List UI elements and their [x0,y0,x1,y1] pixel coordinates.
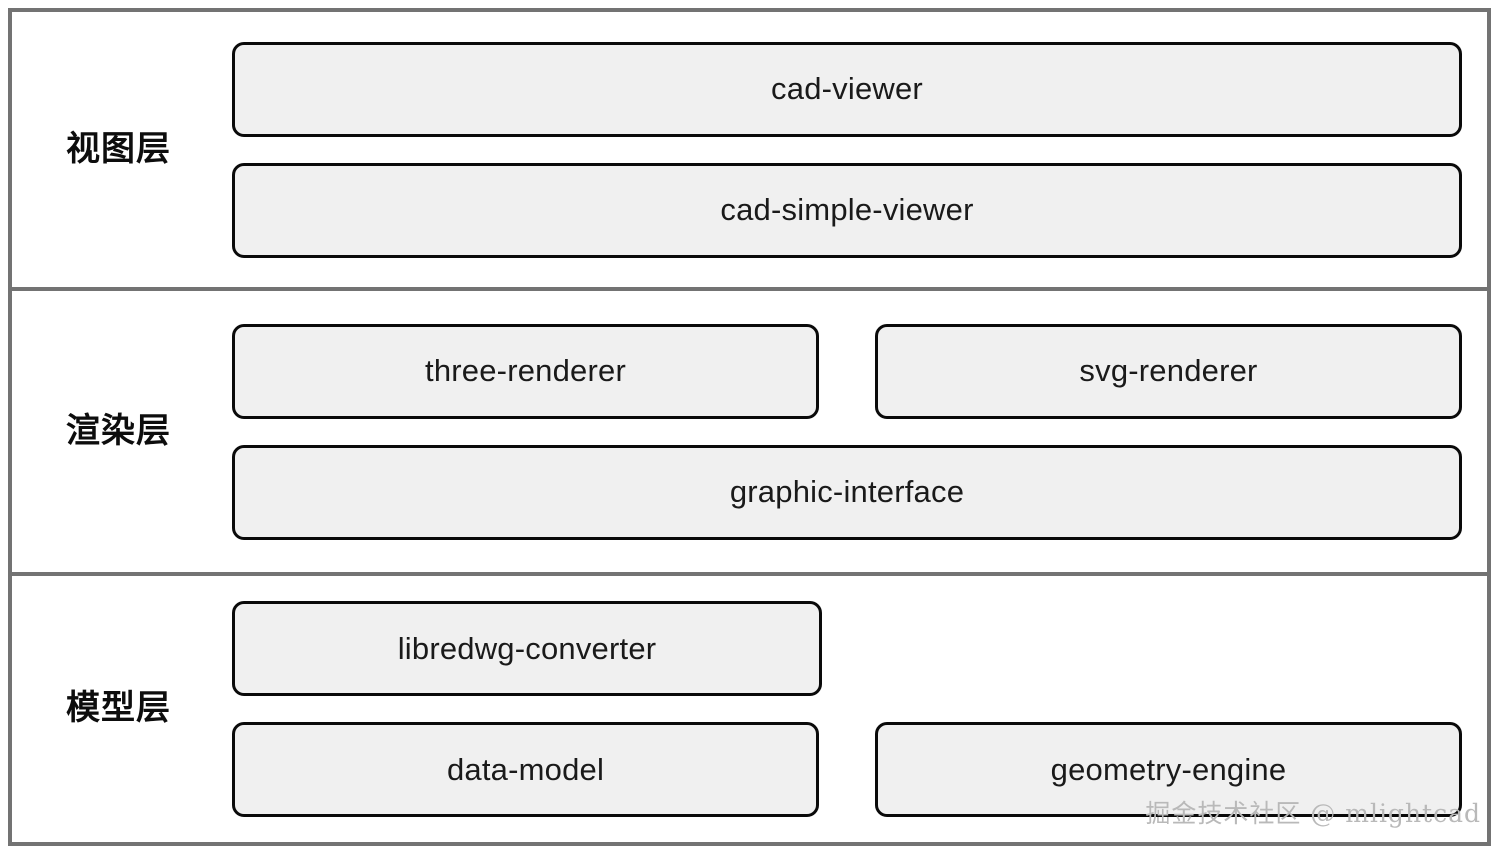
module-box-libredwg-converter[interactable]: libredwg-converter [232,601,822,696]
layer-label-model: 模型层 [66,688,171,729]
layer-content-render: three-renderer svg-renderer graphic-inte… [225,291,1487,572]
module-row: three-renderer svg-renderer [232,323,1462,419]
module-box-data-model[interactable]: data-model [232,722,819,817]
layer-label-cell-render: 渲染层 [12,291,225,572]
module-box-graphic-interface[interactable]: graphic-interface [232,444,1462,540]
layer-label-cell-view: 视图层 [12,12,225,287]
module-row: cad-viewer [232,41,1462,137]
module-box-svg-renderer[interactable]: svg-renderer [875,323,1462,419]
module-row: cad-simple-viewer [232,162,1462,258]
layer-model: 模型层 libredwg-converter data-model geomet… [12,576,1487,842]
module-slot-empty [878,601,1462,696]
module-box-cad-simple-viewer[interactable]: cad-simple-viewer [232,162,1462,258]
module-box-three-renderer[interactable]: three-renderer [232,323,819,419]
module-row: data-model geometry-engine [232,722,1462,817]
layer-content-model: libredwg-converter data-model geometry-e… [225,576,1487,842]
module-row: libredwg-converter [232,601,1462,696]
architecture-frame: 视图层 cad-viewer cad-simple-viewer 渲染层 thr… [8,8,1491,846]
module-box-cad-viewer[interactable]: cad-viewer [232,41,1462,137]
module-row: graphic-interface [232,444,1462,540]
layer-label-cell-model: 模型层 [12,576,225,842]
module-box-geometry-engine[interactable]: geometry-engine [875,722,1462,817]
layer-view: 视图层 cad-viewer cad-simple-viewer [12,12,1487,291]
layer-render: 渲染层 three-renderer svg-renderer graphic-… [12,291,1487,576]
layer-content-view: cad-viewer cad-simple-viewer [225,12,1487,287]
layer-label-render: 渲染层 [66,410,171,451]
layer-label-view: 视图层 [66,128,171,169]
